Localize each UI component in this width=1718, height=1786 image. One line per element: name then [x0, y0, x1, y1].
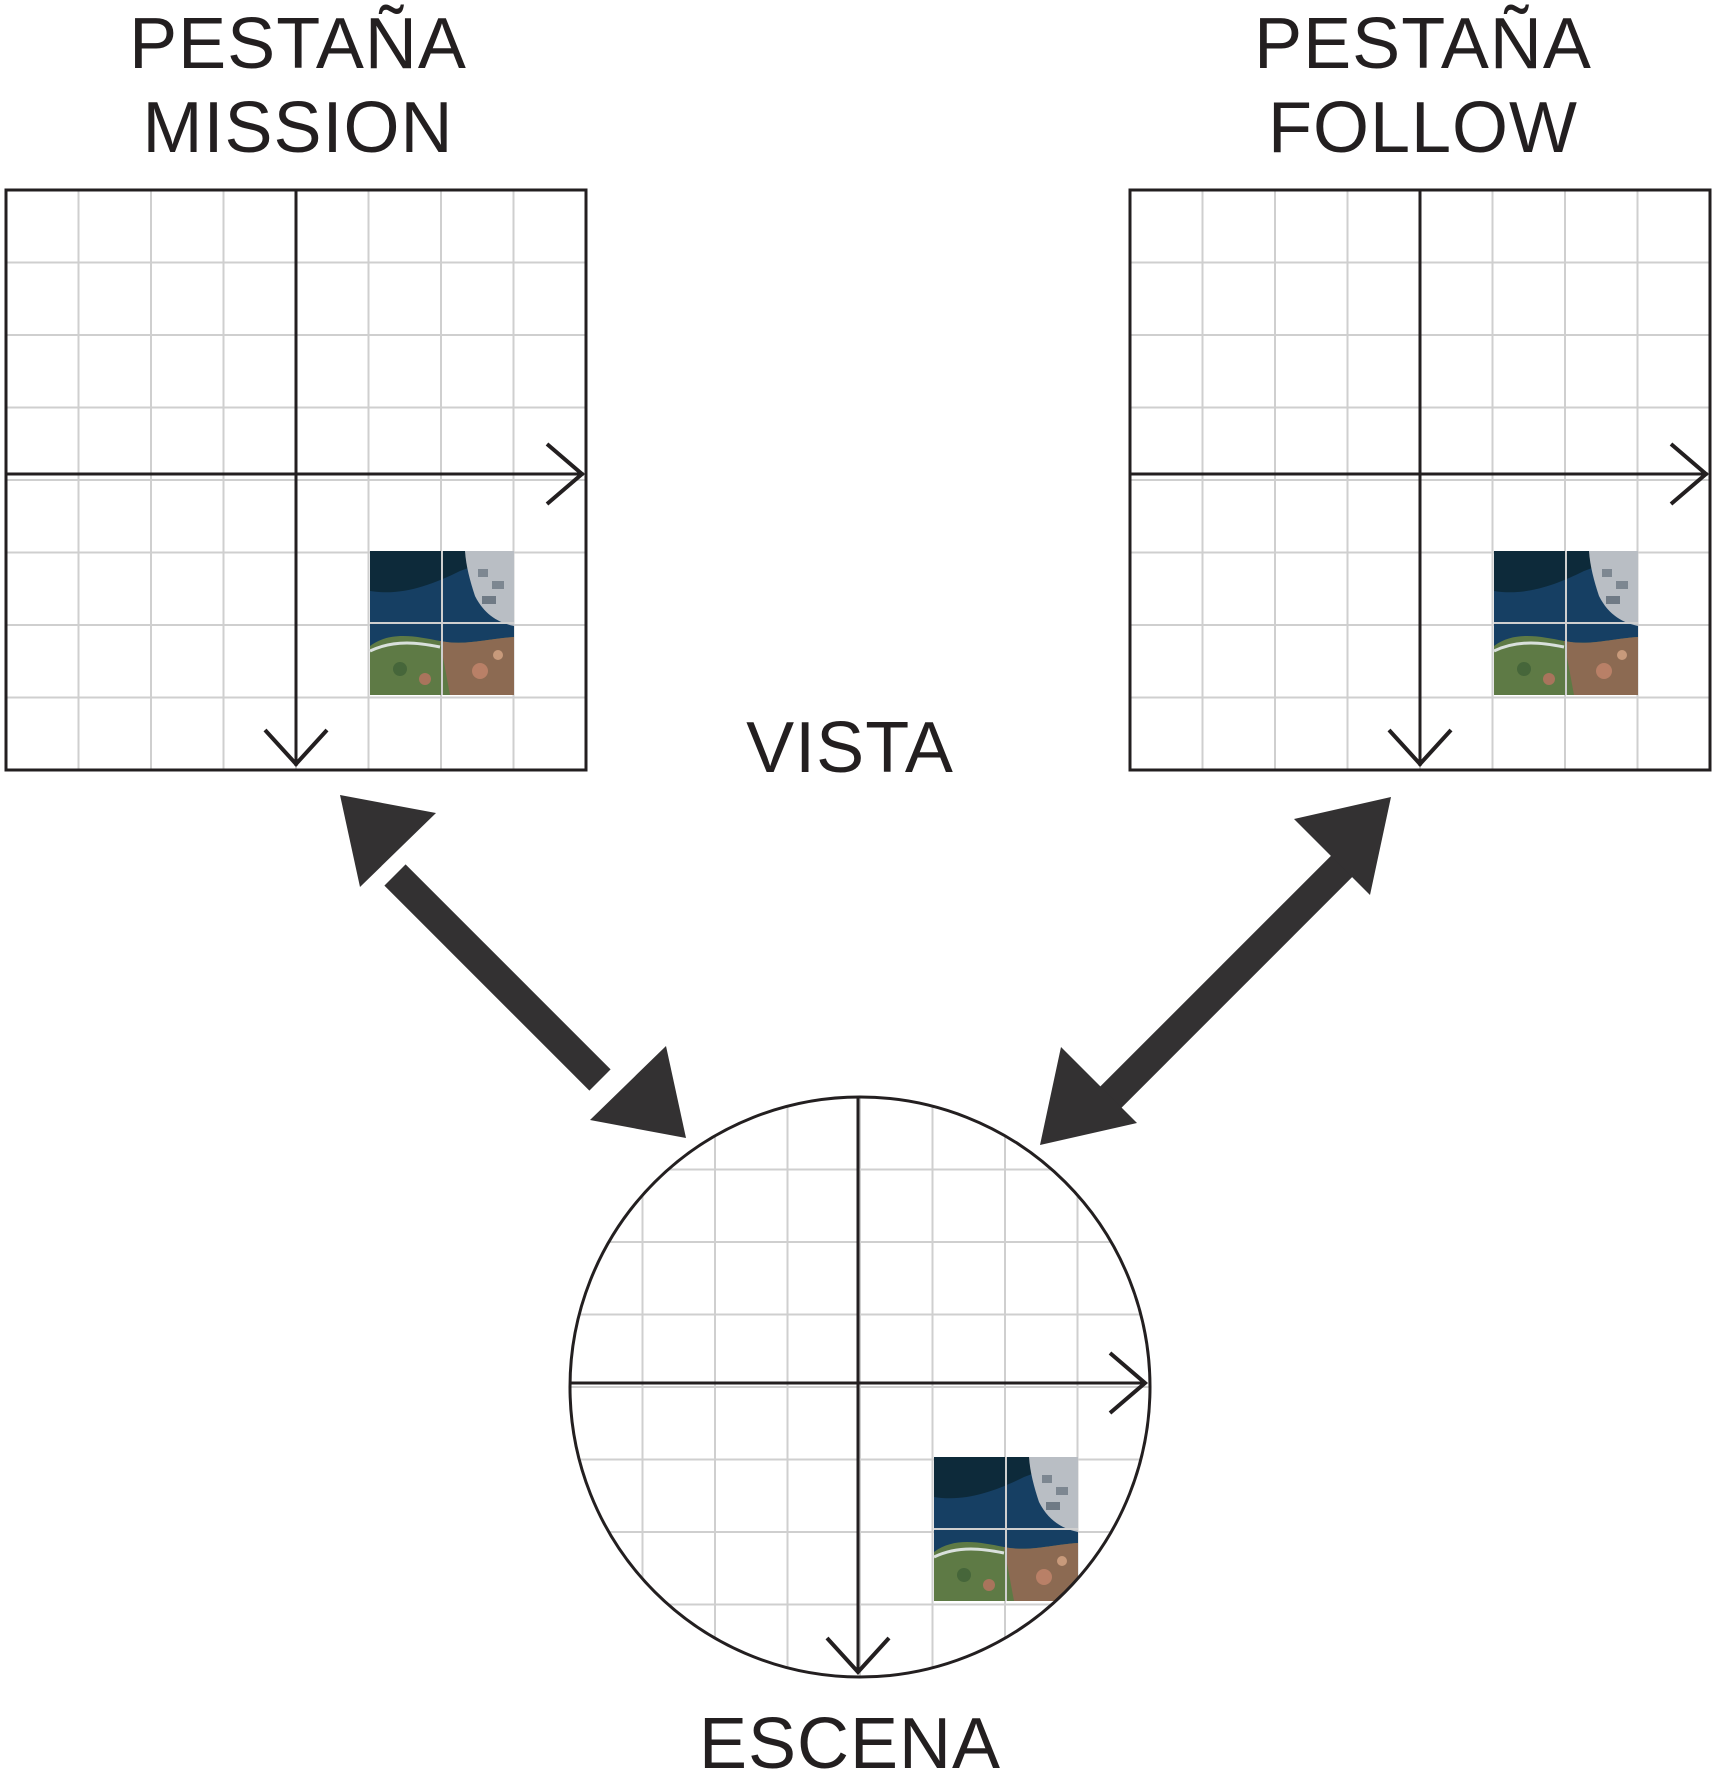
left-double-arrow-icon	[340, 795, 686, 1138]
scene-label: ESCENA	[698, 1704, 1002, 1784]
scene-x-arrow-icon	[1108, 1351, 1149, 1415]
mission-tab-label: PESTAÑA MISSION	[38, 2, 558, 170]
follow-x-arrow-icon	[1669, 442, 1710, 506]
mission-view-panel	[4, 188, 588, 772]
mission-label-line2: MISSION	[142, 88, 454, 168]
scene-y-arrow-icon	[825, 1636, 891, 1675]
follow-y-arrow-icon	[1387, 728, 1453, 767]
mission-x-arrow-icon	[545, 442, 586, 506]
scene-panel	[568, 1095, 1152, 1679]
follow-satellite-tile	[1492, 549, 1640, 697]
mission-satellite-tile	[368, 549, 516, 697]
follow-label-line1: PESTAÑA	[1254, 4, 1592, 84]
follow-tab-label: PESTAÑA FOLLOW	[1163, 2, 1683, 170]
mission-label-line1: PESTAÑA	[129, 4, 467, 84]
view-label: VISTA	[746, 708, 954, 788]
follow-label-line2: FOLLOW	[1267, 88, 1579, 168]
scene-satellite-tile	[932, 1455, 1080, 1603]
right-double-arrow-icon	[1040, 797, 1391, 1145]
scene-grid	[570, 1097, 1150, 1677]
follow-view-panel	[1128, 188, 1712, 772]
scene-frame	[568, 1095, 1152, 1679]
mission-y-arrow-icon	[263, 728, 329, 767]
